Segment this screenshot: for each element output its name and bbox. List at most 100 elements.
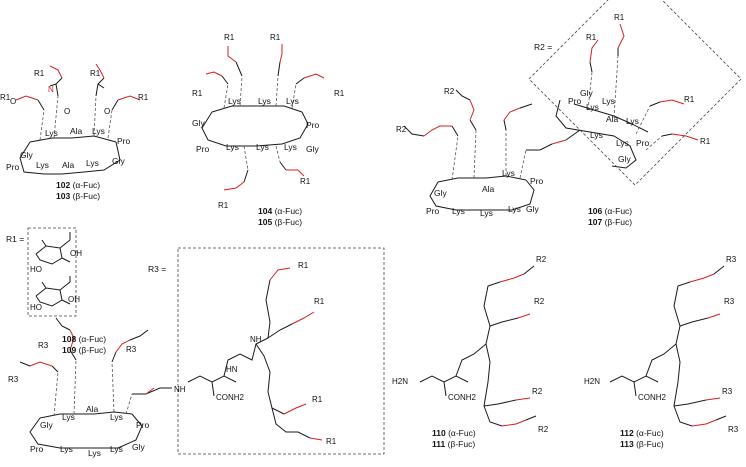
atom-label: R3	[726, 255, 737, 264]
residue-label: Lys	[508, 204, 521, 214]
residue-label: Gly	[580, 88, 594, 98]
atom-label: R1	[0, 93, 11, 102]
atom-label: R2	[534, 297, 545, 306]
compound-label-106: 106 (α-Fuc)	[588, 206, 632, 216]
atom-label: H2N	[584, 377, 600, 386]
atom-label: CONH2	[216, 393, 245, 402]
compound-label-111: 111 (β-Fuc)	[432, 439, 475, 449]
residue-label: Lys	[602, 96, 615, 106]
residue-label: Pro	[568, 96, 582, 106]
residue-label: Gly	[20, 150, 34, 160]
atom-label: R1	[300, 177, 311, 186]
r3-definition-label: R3 =	[148, 264, 166, 274]
atom-label: R1	[312, 395, 323, 404]
residue-label: Pro	[636, 138, 650, 148]
residue-label: Gly	[526, 204, 540, 214]
residue-label: Lys	[60, 444, 73, 454]
atom-label: R1	[90, 69, 101, 78]
compound-102-103-structure	[15, 63, 141, 175]
r1-definition-label: R1 =	[6, 234, 24, 244]
atom-label: CONH2	[638, 393, 667, 402]
atom-label: R2	[444, 87, 455, 96]
residue-label: Lys	[590, 130, 603, 140]
residue-label: Ala	[86, 404, 99, 414]
residue-label: Lys	[228, 96, 241, 106]
atom-label: R3	[126, 345, 137, 354]
compound-106-107-structure	[403, 23, 699, 211]
atom-label: HO	[30, 265, 42, 274]
residue-label: Gly	[192, 118, 206, 128]
residue-label: Lys	[586, 102, 599, 112]
residue-label: Lys	[88, 448, 101, 458]
compound-110-111-structure	[419, 265, 537, 427]
residue-label: Gly	[112, 156, 126, 166]
compound-label-104: 104 (α-Fuc)	[258, 206, 302, 216]
residue-label: Lys	[36, 160, 49, 170]
residue-label: Pro	[306, 120, 320, 130]
atom-label: R1	[224, 33, 235, 42]
atom-label: R1	[586, 33, 597, 42]
residue-label: Gly	[40, 420, 54, 430]
atom-label: HO	[30, 303, 42, 312]
atom-label: R1	[334, 89, 345, 98]
atom-label: OH	[68, 295, 80, 304]
residue-label: Lys	[226, 142, 239, 152]
fucose-box-r1	[27, 227, 77, 317]
compound-label-107: 107 (β-Fuc)	[588, 217, 632, 227]
residue-label: Gly	[618, 154, 632, 164]
compound-label-105: 105 (β-Fuc)	[258, 217, 302, 227]
residue-label: Ala	[62, 160, 75, 170]
atom-label: O	[10, 97, 16, 106]
atom-label: HN	[226, 365, 238, 374]
residue-label: Lys	[92, 126, 105, 136]
atom-label: O	[104, 107, 110, 116]
fucose-alpha-structure	[35, 232, 71, 265]
fucose-beta-structure	[35, 276, 71, 307]
compound-label-108: 108 (α-Fuc)	[62, 334, 106, 344]
compound-label-110: 110 (α-Fuc)	[432, 428, 476, 438]
atom-label: R1	[34, 69, 45, 78]
atom-label: R3	[728, 425, 739, 434]
atom-label: NH	[250, 335, 262, 344]
atom-label: H2N	[392, 377, 408, 386]
residue-label: Lys	[258, 96, 271, 106]
residue-label: Lys	[502, 168, 515, 178]
atom-label: R1	[218, 201, 229, 210]
residue-label: Ala	[482, 184, 495, 194]
residue-label: Pro	[136, 420, 150, 430]
compound-label-113: 113 (β-Fuc)	[620, 439, 664, 449]
residue-label: Gly	[306, 144, 320, 154]
residue-label: Lys	[286, 96, 299, 106]
atom-label: R1	[684, 95, 695, 104]
compound-104-105-structure	[201, 44, 325, 191]
residue-label: Pro	[196, 144, 210, 154]
dendron-box-r3	[177, 247, 385, 455]
residue-label: Lys	[110, 444, 123, 454]
dendron-r3-structure	[187, 267, 323, 441]
residue-label: Lys	[86, 158, 99, 168]
atom-label: R3	[722, 387, 733, 396]
compound-112-113-structure	[609, 265, 727, 427]
residue-label: Pro	[530, 176, 544, 186]
residue-label: Pro	[30, 444, 44, 454]
atom-label: CONH2	[448, 393, 477, 402]
atom-label: R3	[38, 341, 49, 350]
atom-label: R3	[724, 297, 735, 306]
atom-label: R1	[614, 13, 625, 22]
residue-label: Lys	[284, 142, 297, 152]
atom-label: R1	[314, 297, 325, 306]
atom-label: R1	[192, 89, 203, 98]
atom-label: R2	[536, 255, 547, 264]
atom-label: NH	[174, 385, 186, 394]
residue-label: Lys	[110, 412, 123, 422]
compound-label-102: 102 (α-Fuc)	[56, 180, 100, 190]
atom-label: R1	[326, 437, 337, 446]
residue-label: Lys	[45, 128, 58, 138]
atom-label: R2	[396, 125, 407, 134]
compound-108-109-structure	[19, 317, 172, 449]
residue-label: Gly	[132, 442, 146, 452]
residue-label: Lys	[480, 208, 493, 218]
residue-label: Pro	[117, 136, 131, 146]
atom-label: R2	[532, 387, 543, 396]
